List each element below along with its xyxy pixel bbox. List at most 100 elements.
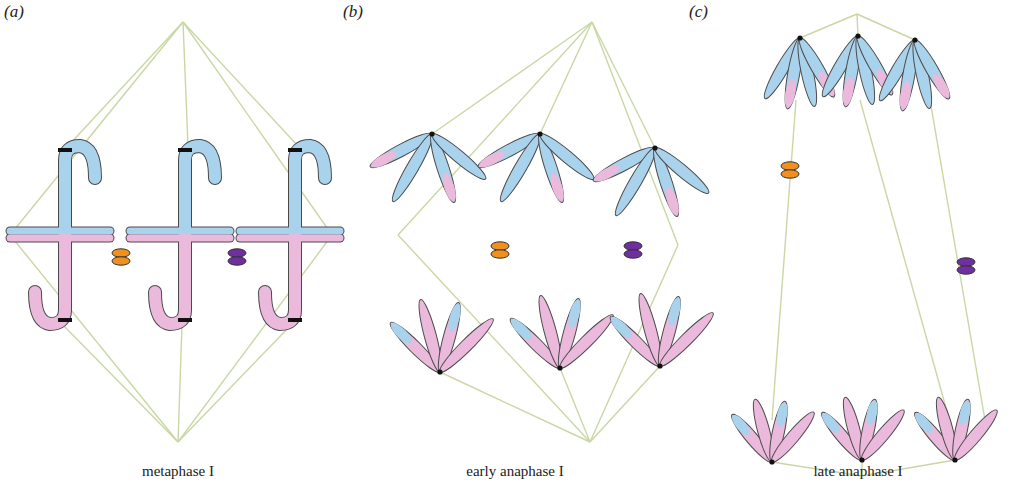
crossover-segment [898, 80, 913, 110]
spindle-fibre [930, 100, 985, 420]
chromatid-arm [388, 131, 437, 205]
chromatid-arm [265, 235, 295, 324]
chromatid-arm [130, 228, 230, 235]
spindle-fibre [398, 22, 592, 235]
chromatid-arm [496, 131, 545, 205]
chromatid-arm [950, 406, 1001, 464]
small-bivalent [228, 249, 246, 265]
centromere [952, 457, 957, 462]
crossover-segment [508, 316, 535, 343]
crossover-segment [930, 72, 952, 101]
crossover-segment [775, 402, 790, 428]
centromere [657, 363, 662, 368]
chromatid-arm [611, 145, 660, 219]
crossover-segment [369, 149, 398, 171]
centromere [769, 459, 774, 464]
chromatid-outline [185, 146, 215, 235]
chromatid-arm [240, 235, 340, 242]
chromatid-arm [10, 235, 110, 242]
stage-caption-holder: late anaphase I [813, 462, 902, 480]
small-chromosome [491, 242, 509, 250]
panel-letter-holder: (b) [343, 2, 363, 22]
crossover-segment [666, 297, 683, 327]
spindle-fibre [183, 22, 332, 235]
dyad-chromosome [475, 129, 597, 205]
chromatid-arm [65, 146, 95, 235]
crossover-segment [548, 172, 566, 202]
dyad-chromosome [367, 129, 489, 205]
centromere [288, 318, 302, 322]
chromatid-outline [35, 235, 65, 324]
centromere [178, 318, 192, 322]
spindle-fibre [398, 235, 590, 442]
chromatid-arm [185, 146, 215, 235]
chromatid-arm [556, 311, 618, 373]
centromere [797, 35, 802, 40]
dyad-chromosome [728, 398, 819, 466]
crossover-segment [446, 303, 463, 333]
chromatid-arm [436, 315, 498, 377]
dyad-chromosome [875, 37, 954, 112]
spindle-fibre [62, 324, 178, 442]
small-chromosome [624, 242, 642, 250]
bivalent-cross [240, 146, 340, 324]
crossover-segment [663, 186, 681, 216]
centromere [58, 148, 72, 152]
chromatid-arm [651, 143, 712, 197]
chromatid-arm [857, 406, 908, 464]
small-bivalent [624, 242, 642, 258]
chromatid-arm [656, 309, 718, 371]
small-chromosome [957, 258, 975, 266]
panel-letter-holder: (a) [4, 2, 24, 22]
spindle-fibre [590, 366, 660, 442]
spindle-fibre [178, 235, 332, 442]
spindle-fibre [68, 22, 183, 146]
spindle-fibre [178, 324, 292, 442]
chromatid-outline [155, 235, 185, 324]
spindle-fibre [183, 22, 298, 146]
bivalent-cross [130, 146, 230, 324]
chromatid-arm [35, 235, 65, 324]
chromatid-outline [10, 227, 110, 236]
dyad-chromosome [911, 396, 1002, 464]
small-bivalent [491, 242, 509, 258]
spindle-fibre [592, 22, 678, 245]
stage-caption-holder: early anaphase I [466, 462, 563, 480]
spindle-fibre [772, 100, 796, 420]
panel-letter: (a) [4, 2, 24, 21]
spindle-fibre [178, 324, 182, 442]
centromere [912, 37, 917, 42]
crossover-segment [783, 78, 798, 108]
spindle-fibre [592, 22, 655, 148]
small-chromosome [957, 266, 975, 274]
chromatid-arm [910, 37, 954, 102]
spindle-fibre [10, 235, 178, 442]
chromatid-outline [295, 146, 325, 235]
small-chromosome [781, 162, 799, 170]
crossover-segment [592, 163, 621, 185]
small-bivalent [112, 249, 130, 265]
crossover-segment [841, 76, 856, 106]
centromere [652, 145, 657, 150]
dyad-chromosome [760, 35, 839, 110]
centromere [855, 33, 860, 38]
chromatid-arm [536, 129, 597, 183]
panel-letter-holder: (c) [689, 2, 708, 22]
chromatid-outline [240, 227, 340, 236]
spindle-fibre [857, 14, 858, 36]
centromere [429, 131, 434, 136]
spindle-fibre [432, 22, 592, 134]
spindle-fibre [857, 14, 915, 40]
crossover-segment [477, 149, 506, 171]
crossover-segment [440, 172, 458, 202]
crossover-segment [865, 400, 880, 426]
centromere [859, 457, 864, 462]
dyad-chromosome [818, 396, 909, 464]
chromatid-outline [265, 235, 295, 324]
stage-caption: late anaphase I [813, 463, 902, 479]
panel-letter: (b) [343, 2, 363, 21]
spindle-fibres [10, 14, 985, 476]
spindle-fibre [440, 372, 590, 442]
panel-letter: (c) [689, 2, 708, 21]
